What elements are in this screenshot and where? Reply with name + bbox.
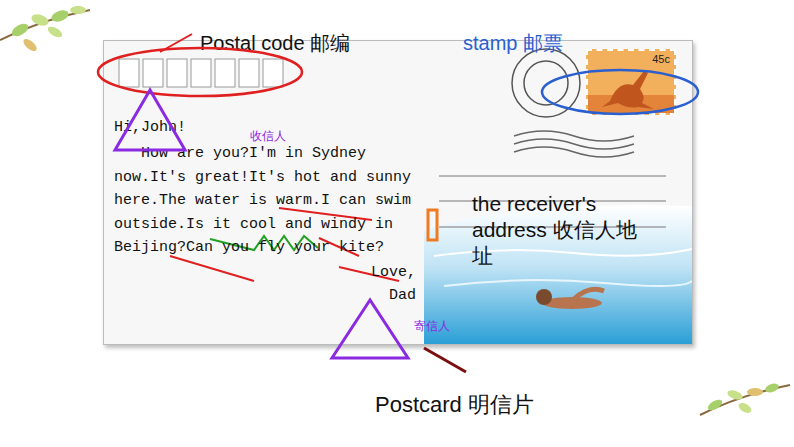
signature: Love, Dad [366, 261, 416, 307]
receiver-label: 收信人 [250, 128, 286, 145]
highlight-ellipse [542, 70, 698, 114]
postal-code-box [119, 59, 139, 87]
postal-code-box [167, 59, 187, 87]
sender-label: 寄信人 [414, 318, 450, 335]
swimmer [536, 289, 604, 309]
branch-decoration [700, 382, 790, 415]
address-label: the receiver's address 收信人地址 [472, 191, 642, 269]
postal-code-label: Postal code 邮编 [200, 30, 350, 57]
message-body: How are you?I'm in Sydney now.It's great… [114, 142, 414, 260]
stamp-label: stamp 邮票 [463, 30, 563, 57]
postcard-label: Postcard 明信片 [375, 390, 534, 420]
address-line [439, 176, 666, 177]
greeting: Hi,John! [114, 119, 186, 136]
postal-code-box [215, 59, 235, 87]
triangle-marker [332, 300, 408, 358]
highlight-ellipse [98, 48, 302, 96]
postal-code-box [143, 59, 163, 87]
bracket-marker [428, 210, 437, 240]
stamp: 45c [586, 49, 676, 115]
leader-line [160, 34, 192, 52]
stamp-value: 45c [652, 53, 670, 65]
postal-code-box [239, 59, 259, 87]
leader-line [424, 348, 466, 372]
wave [444, 280, 692, 286]
branch-decoration [0, 6, 90, 53]
postal-code-box [191, 59, 211, 87]
postal-code-box [263, 59, 283, 87]
triangle-marker [115, 90, 185, 150]
postcard: Hi,John! How are you?I'm in Sydney now.It… [103, 40, 693, 345]
